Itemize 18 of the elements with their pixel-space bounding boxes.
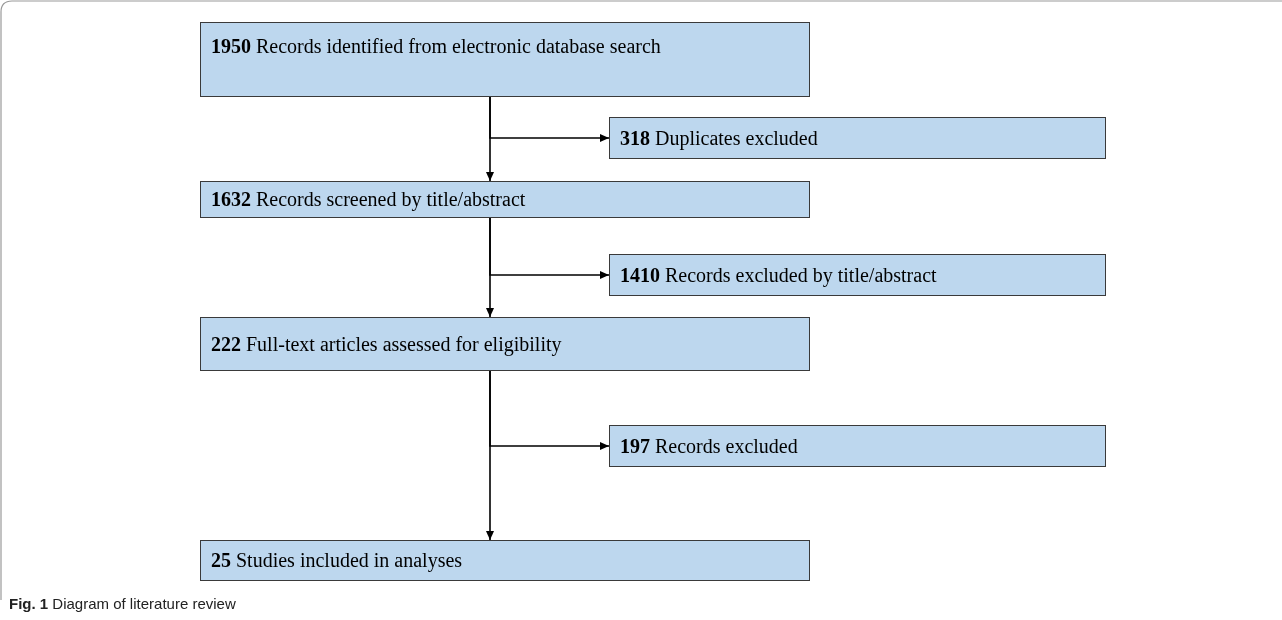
process-box: [200, 317, 810, 371]
process-box: [609, 117, 1106, 159]
box-text: 318 Duplicates excluded: [620, 126, 818, 150]
process-box: [609, 254, 1106, 296]
box-text: 1410 Records excluded by title/abstract: [620, 263, 937, 287]
process-box: [200, 181, 810, 218]
arrow: [489, 96, 610, 142]
figure-caption: Fig. 1 Diagram of literature review: [9, 595, 236, 612]
box-text: 222 Full-text articles assessed for eligibility: [211, 332, 562, 356]
process-box: [609, 425, 1106, 467]
process-box: [200, 22, 810, 97]
process-box: [200, 540, 810, 581]
box-text: 1950 Records identified from electronic database search: [211, 35, 661, 58]
box-text: 25 Studies included in analyses: [211, 549, 463, 572]
box-text: 1632 Records screened by title/abstract: [211, 188, 526, 211]
arrow: [489, 370, 610, 450]
arrow: [489, 217, 610, 279]
box-text: 197 Records excluded: [620, 434, 798, 458]
